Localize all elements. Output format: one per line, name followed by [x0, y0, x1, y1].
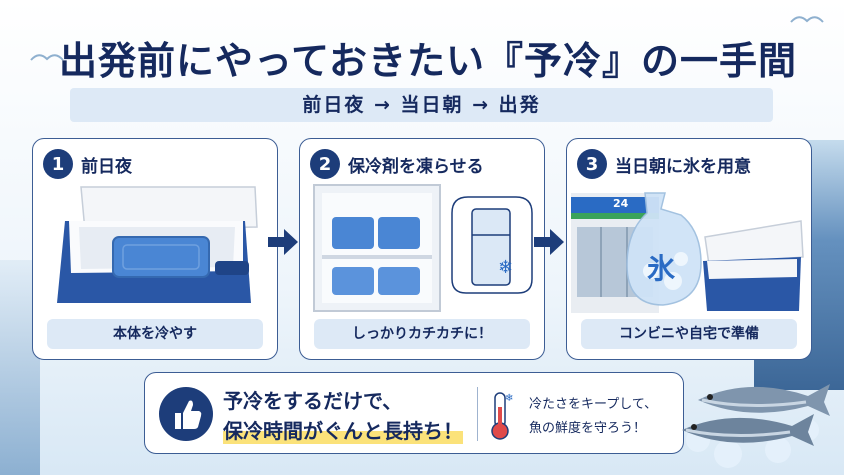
store-sign: 24: [613, 197, 629, 210]
step-card-3: 3 当日朝に氷を用意 24 氷 コンビニや自宅で準備: [566, 138, 812, 360]
thumbs-up-badge: [159, 387, 213, 441]
thumbs-up-icon: [175, 400, 202, 429]
side-line-1: 冷たさをキープして、: [529, 397, 658, 412]
cooler-box-icon: [703, 220, 804, 311]
step-label: 前日夜: [81, 156, 132, 177]
svg-text:❄: ❄: [498, 257, 513, 278]
fish-on-ice-icon: [682, 384, 830, 468]
side-line-2: 魚の鮮度を守ろう！: [529, 421, 647, 436]
step-card-2: 2 保冷剤を凍らせる ❄ しっかりカチカチに！: [299, 138, 545, 360]
svg-text:❄: ❄: [505, 393, 513, 404]
step-caption: コンビニや自宅で準備: [581, 319, 797, 349]
freezer-icon: [313, 184, 441, 312]
arrow-right-icon: [268, 229, 298, 255]
step-caption: 本体を冷やす: [47, 319, 263, 349]
summary-panel: 予冷をするだけで、 保冷時間がぐんと長持ち！ ❄ 冷たさをキープして、 魚の鮮度…: [144, 372, 684, 454]
step-number: 3: [577, 149, 607, 179]
arrow-right-icon: [534, 229, 564, 255]
step-label: 保冷剤を凍らせる: [348, 156, 484, 177]
ice-bag-label: 氷: [647, 252, 676, 285]
step-number: 2: [310, 149, 340, 179]
cooler-box-icon: [57, 186, 258, 303]
ice-bag-icon: [626, 192, 702, 306]
convenience-store-icon: [571, 193, 659, 313]
step-caption: しっかりカチカチに！: [314, 319, 530, 349]
seagull-icon: [790, 16, 824, 23]
summary-line-2: 保冷時間がぐんと長持ち！: [223, 415, 463, 444]
step-header: 2 保冷剤を凍らせる: [310, 149, 484, 179]
step-number: 1: [43, 149, 73, 179]
summary-line-1: 予冷をするだけで、: [223, 389, 403, 413]
page-title: 出発前にやっておきたい『予冷』の一手間: [59, 39, 797, 83]
step-header: 1 前日夜: [43, 149, 132, 179]
thermometer-icon: ❄: [491, 392, 513, 440]
step-card-1: 1 前日夜 本体を冷やす: [32, 138, 278, 360]
timeline-bar: 前日夜 → 当日朝 → 出発: [70, 88, 773, 122]
step-header: 3 当日朝に氷を用意: [577, 149, 751, 179]
seagull-icon: [30, 54, 64, 61]
step-label: 当日朝に氷を用意: [615, 156, 751, 177]
refrigerator-icon: ❄: [451, 196, 533, 294]
divider: [477, 387, 478, 441]
